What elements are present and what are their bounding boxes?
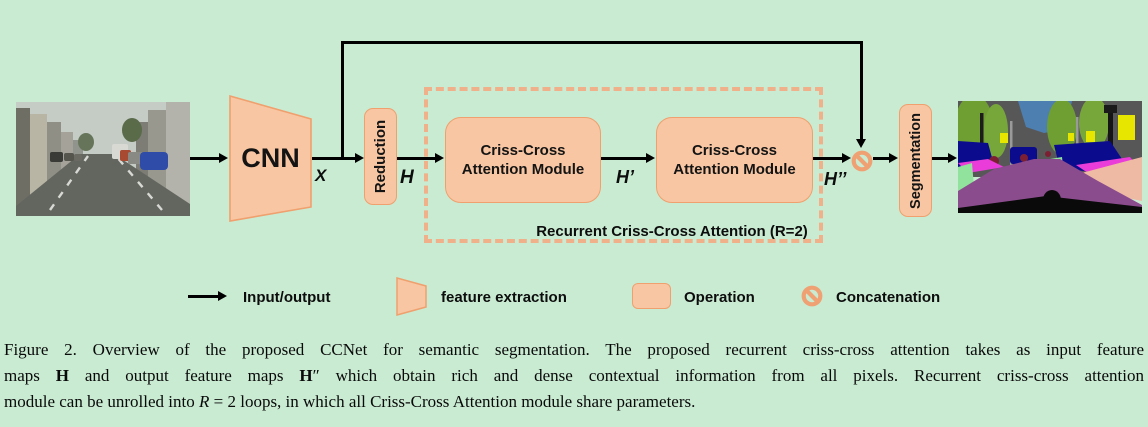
criss-cross-attention-module-2: Criss-Cross Attention Module [656, 117, 813, 203]
reduction-box: Reduction [364, 108, 397, 205]
arrowhead-module2-to-concat [842, 153, 851, 163]
module2-line1: Criss-Cross [691, 142, 778, 159]
h-prime-label: H’ [616, 167, 634, 187]
figure-caption: Figure 2. Overview of the proposed CCNet… [4, 337, 1144, 415]
arrowhead-input-to-cnn [219, 153, 228, 163]
criss-cross-attention-module-1: Criss-Cross Attention Module [445, 117, 601, 203]
arrow-module1-to-module2 [601, 157, 647, 160]
module1-line1: Criss-Cross [480, 142, 566, 159]
caption-line-2: maps H and output feature maps H″ which … [4, 366, 1145, 385]
legend-operation-label: Operation [684, 289, 755, 306]
arrowhead-concat-to-segmentation [889, 153, 898, 163]
legend-arrowhead-icon [218, 291, 227, 301]
legend-arrow-icon [188, 295, 219, 298]
segmentation-label: Segmentation [907, 112, 924, 209]
segmentation-box: Segmentation [899, 104, 932, 217]
arrow-module2-to-concat [813, 157, 843, 160]
legend-input-output-label: Input/output [243, 289, 331, 306]
output-segmentation-image [958, 101, 1142, 213]
caption-line-1: Figure 2. Overview of the proposed CCNet… [4, 340, 1144, 359]
legend-concatenation-icon [801, 285, 823, 307]
arrowhead-segmentation-to-output [948, 153, 957, 163]
recurrent-attention-dashed-box [424, 87, 823, 243]
recurrent-attention-label: Recurrent Criss-Cross Attention (R=2) [536, 223, 808, 240]
reduction-label: Reduction [372, 119, 389, 194]
skip-line-up [341, 41, 344, 160]
legend-trapezoid-icon [396, 277, 427, 316]
arrow-concat-to-segmentation [873, 157, 890, 160]
arrowhead-skip-to-concat [856, 139, 866, 148]
h-double-prime-label: H’’ [824, 169, 847, 189]
x-label: X [315, 166, 327, 185]
legend-feature-extraction-label: feature extraction [441, 289, 567, 306]
arrow-reduction-to-module1 [397, 157, 436, 160]
cnn-trapezoid [229, 95, 312, 222]
arrowhead-reduction-to-module1 [435, 153, 444, 163]
module1-line2: Attention Module [461, 161, 585, 178]
arrow-cnn-to-reduction [312, 157, 356, 160]
arrow-input-to-cnn [190, 157, 220, 160]
input-street-image [16, 102, 190, 216]
concatenation-icon [851, 150, 873, 172]
legend-operation-icon [632, 283, 671, 309]
arrowhead-module1-to-module2 [646, 153, 655, 163]
skip-line-down [860, 41, 863, 140]
legend-concatenation-label: Concatenation [836, 289, 941, 306]
arrowhead-cnn-to-reduction [355, 153, 364, 163]
module2-line2: Attention Module [673, 161, 796, 178]
h-label: H [400, 167, 414, 188]
cnn-label: CNN [241, 143, 300, 173]
skip-line-top [341, 41, 863, 44]
arrow-segmentation-to-output [932, 157, 949, 160]
caption-line-3: module can be unrolled into R = 2 loops,… [4, 392, 696, 411]
